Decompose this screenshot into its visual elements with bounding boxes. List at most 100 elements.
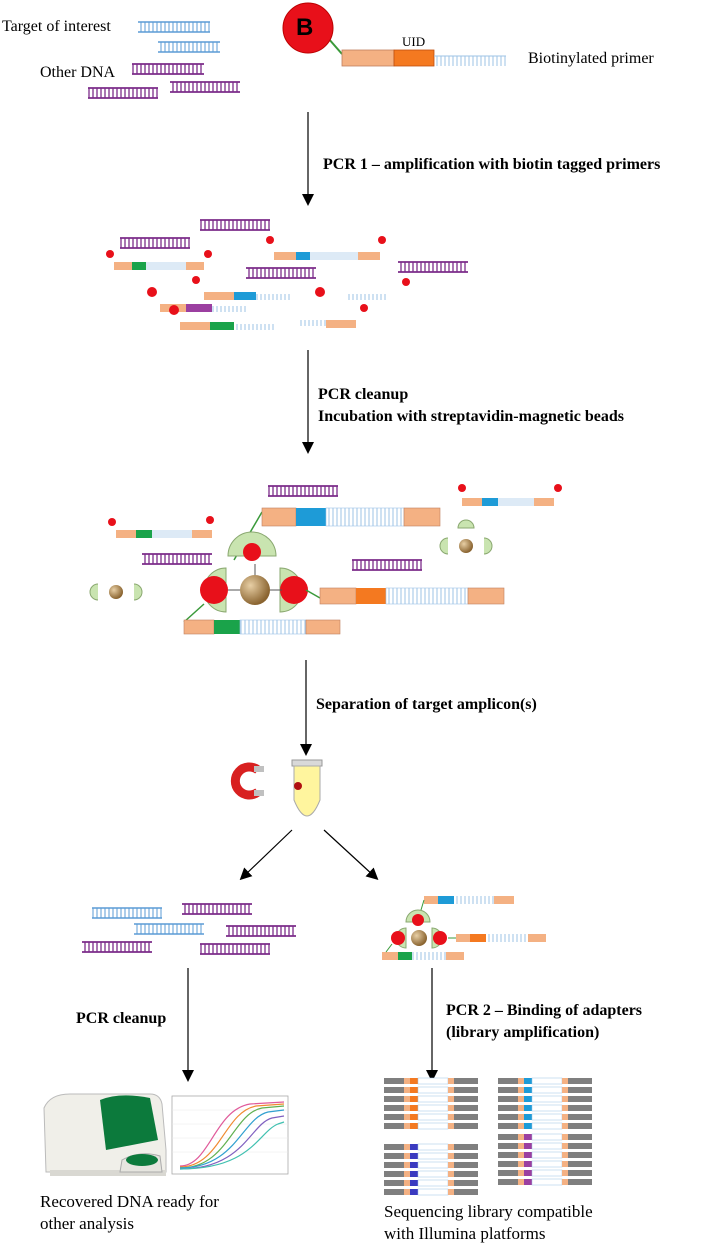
library-fragment-segment xyxy=(448,1144,454,1150)
library-fragment-segment xyxy=(524,1105,532,1111)
library-fragment-segment xyxy=(568,1161,592,1167)
library-fragment-segment xyxy=(562,1152,568,1158)
library-fragment-segment xyxy=(531,1086,563,1094)
library-fragment-segment xyxy=(531,1113,563,1121)
library-fragment-segment xyxy=(417,1077,449,1085)
library-fragment-segment xyxy=(448,1189,454,1195)
library-fragment-segment xyxy=(531,1169,563,1177)
library-fragment-segment xyxy=(404,1096,410,1102)
library-fragment-segment xyxy=(384,1189,404,1195)
other-dna-label: Other DNA xyxy=(40,64,116,81)
step-pcr2-line1: PCR 2 – Binding of adapters xyxy=(446,1002,643,1019)
biotinylated-primer-label: Biotinylated primer xyxy=(528,50,654,67)
library-fragment-segment xyxy=(531,1122,563,1130)
library-fragment-segment xyxy=(498,1087,518,1093)
library-fragment-segment xyxy=(498,1123,518,1129)
library-fragment-segment xyxy=(568,1078,592,1084)
amplification-curves xyxy=(171,1095,289,1175)
library-fragment-segment xyxy=(448,1096,454,1102)
library-fragment-segment xyxy=(404,1123,410,1129)
library-fragment-segment xyxy=(417,1143,449,1151)
library-fragment-segment xyxy=(531,1104,563,1112)
library-fragment-segment xyxy=(410,1114,418,1120)
library-fragment-segment xyxy=(524,1161,532,1167)
library-fragment-segment xyxy=(384,1144,404,1150)
library-fragment-segment xyxy=(454,1162,478,1168)
library-fragment-segment xyxy=(562,1096,568,1102)
arrow-left-branch xyxy=(239,829,293,881)
library-fragment-segment xyxy=(498,1114,518,1120)
library-fragment-segment xyxy=(448,1153,454,1159)
library-fragment-segment xyxy=(404,1180,410,1186)
library-fragment-segment xyxy=(384,1096,404,1102)
library-fragment-segment xyxy=(568,1087,592,1093)
library-fragment-segment xyxy=(410,1078,418,1084)
library-fragment-segment xyxy=(498,1179,518,1185)
library-fragment-segment xyxy=(410,1171,418,1177)
library-fragment-segment xyxy=(417,1188,449,1196)
library-fragment-segment xyxy=(454,1105,478,1111)
library-fragment-segment xyxy=(410,1153,418,1159)
library-fragment-segment xyxy=(524,1123,532,1129)
library-fragment-segment xyxy=(568,1096,592,1102)
library-fragment-segment xyxy=(384,1153,404,1159)
library-fragment-segment xyxy=(524,1152,532,1158)
library-fragment-segment xyxy=(417,1095,449,1103)
library-fragment-segment xyxy=(384,1162,404,1168)
bead-capture-scene xyxy=(89,484,562,635)
uid-label: UID xyxy=(402,34,426,49)
library-fragment-segment xyxy=(518,1170,524,1176)
library-fragment-segment xyxy=(448,1180,454,1186)
library-fragment-segment xyxy=(568,1143,592,1149)
library-fragment-segment xyxy=(448,1114,454,1120)
library-fragment-segment xyxy=(404,1105,410,1111)
library-fragment-segment xyxy=(454,1096,478,1102)
library-line2: with Illumina platforms xyxy=(384,1224,546,1243)
library-fragment-segment xyxy=(498,1152,518,1158)
library-fragment-segment xyxy=(568,1179,592,1185)
library-fragment-segment xyxy=(384,1105,404,1111)
library-fragment-segment xyxy=(410,1105,418,1111)
library-fragment-segment xyxy=(404,1114,410,1120)
library-fragment-segment xyxy=(404,1153,410,1159)
magnet-tube xyxy=(230,759,323,817)
library-fragment-segment xyxy=(448,1078,454,1084)
library-fragment-segment xyxy=(454,1180,478,1186)
recovered-line2: other analysis xyxy=(40,1214,134,1233)
pcr1-products xyxy=(106,219,468,330)
library-fragment-segment xyxy=(524,1096,532,1102)
library-fragment-segment xyxy=(498,1078,518,1084)
library-fragment-segment xyxy=(518,1105,524,1111)
library-fragment-segment xyxy=(518,1152,524,1158)
library-fragment-segment xyxy=(417,1122,449,1130)
library-fragment-segment xyxy=(524,1078,532,1084)
library-fragment-segment xyxy=(410,1087,418,1093)
biotinylated-primer xyxy=(282,2,506,67)
library-fragment-segment xyxy=(562,1114,568,1120)
library-fragment-segment xyxy=(518,1134,524,1140)
library-fragment-segment xyxy=(410,1096,418,1102)
library-fragment-segment xyxy=(454,1087,478,1093)
library-fragment-segment xyxy=(531,1178,563,1186)
library-fragment-segment xyxy=(498,1143,518,1149)
library-fragment-segment xyxy=(562,1123,568,1129)
library-fragment-segment xyxy=(448,1105,454,1111)
library-fragment-segment xyxy=(562,1170,568,1176)
library-fragment-segment xyxy=(417,1170,449,1178)
library-fragment-segment xyxy=(404,1078,410,1084)
step-cleanup-sub: Incubation with streptavidin-magnetic be… xyxy=(318,408,624,425)
library-fragment-segment xyxy=(562,1087,568,1093)
library-fragment-segment xyxy=(562,1078,568,1084)
library-fragment-segment xyxy=(448,1162,454,1168)
library-fragment-segment xyxy=(498,1096,518,1102)
library-fragment-segment xyxy=(454,1171,478,1177)
library-fragment-segment xyxy=(454,1189,478,1195)
library-fragment-segment xyxy=(417,1104,449,1112)
sequencing-library xyxy=(384,1077,592,1196)
library-fragment-segment xyxy=(498,1134,518,1140)
arrow-right-branch xyxy=(323,829,379,881)
library-fragment-segment xyxy=(448,1123,454,1129)
library-fragment-segment xyxy=(524,1134,532,1140)
library-fragment-segment xyxy=(518,1078,524,1084)
library-fragment-segment xyxy=(404,1087,410,1093)
